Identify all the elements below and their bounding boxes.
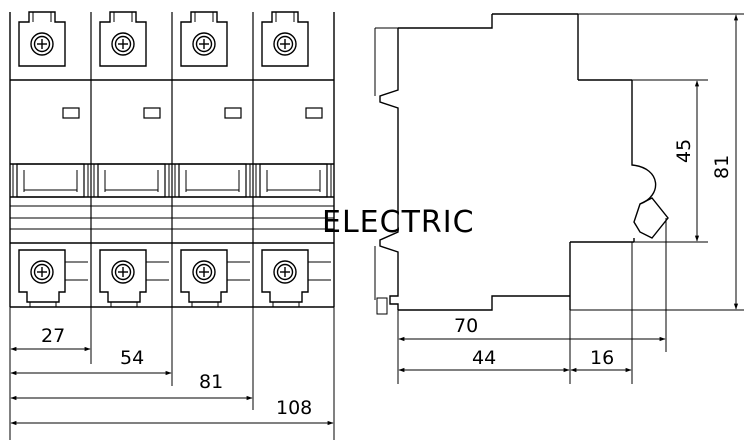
dim-label-81: 81: [199, 371, 223, 393]
side-dimensions: [397, 13, 744, 384]
side-bottom-tab: [376, 297, 388, 315]
pole-3-top-terminal: [180, 11, 228, 67]
pole-1-top-terminal: [18, 11, 66, 67]
pole-4-top-screw-outer: [273, 32, 297, 56]
pole-4-top-terminal: [261, 11, 309, 67]
pole-4-bottom-screw-outer: [273, 260, 297, 284]
pole-2-bottom-screw-inner: [114, 263, 132, 281]
pole-2-indicator-window: [143, 107, 161, 119]
pole-3-top-screw-outer: [192, 32, 216, 56]
pole-4-toggle-frame: [259, 163, 328, 198]
side-bottom-edge: [398, 295, 570, 311]
pole-4-bottom-screw-inner: [276, 263, 294, 281]
dim-label-54: 54: [120, 347, 144, 369]
pole-1-top-screw-inner: [33, 35, 51, 53]
din-clip-profile: [379, 28, 399, 310]
pole-2-top-screw-inner: [114, 35, 132, 53]
side-toggle-lever: [633, 197, 669, 239]
dim-label-108: 108: [276, 397, 312, 419]
front-dimensions: [9, 307, 335, 440]
pole-3-indicator-window: [224, 107, 242, 119]
dim-label-side-70: 70: [454, 315, 478, 337]
pole-1-bottom-screw-outer: [30, 260, 54, 284]
pole-1-indicator-window: [62, 107, 80, 119]
pole-1-bottom-terminal: [18, 249, 66, 303]
pole-group: [12, 11, 332, 307]
pole-2-top-terminal: [99, 11, 147, 67]
pole-3-top-screw-inner: [195, 35, 213, 53]
pole-3-bottom-screw-outer: [192, 260, 216, 284]
pole-3-bottom-terminal: [180, 249, 228, 303]
dim-label-side-44: 44: [472, 347, 496, 369]
pole-3-bottom-screw-inner: [195, 263, 213, 281]
side-view: [374, 13, 669, 315]
pole-3-toggle-frame: [178, 163, 247, 198]
dim-label-27: 27: [41, 325, 65, 347]
pole-1-bottom-screw-inner: [33, 263, 51, 281]
pole-2-toggle-frame: [97, 163, 166, 198]
pole-4-bottom-terminal: [261, 249, 309, 303]
front-view: [9, 11, 335, 308]
pole-4-top-screw-inner: [276, 35, 294, 53]
pole-2-bottom-terminal: [99, 249, 147, 303]
pole-1-toggle-frame: [16, 163, 85, 198]
dim-label-side-45: 45: [673, 139, 695, 163]
dim-label-side-16: 16: [590, 347, 614, 369]
pole-2-top-screw-outer: [111, 32, 135, 56]
side-top-step: [398, 14, 493, 29]
pole-1-top-screw-outer: [30, 32, 54, 56]
dim-label-side-81: 81: [711, 155, 733, 179]
side-front-face: [631, 80, 657, 205]
pole-2-bottom-screw-outer: [111, 260, 135, 284]
pole-4-indicator-window: [305, 107, 323, 119]
